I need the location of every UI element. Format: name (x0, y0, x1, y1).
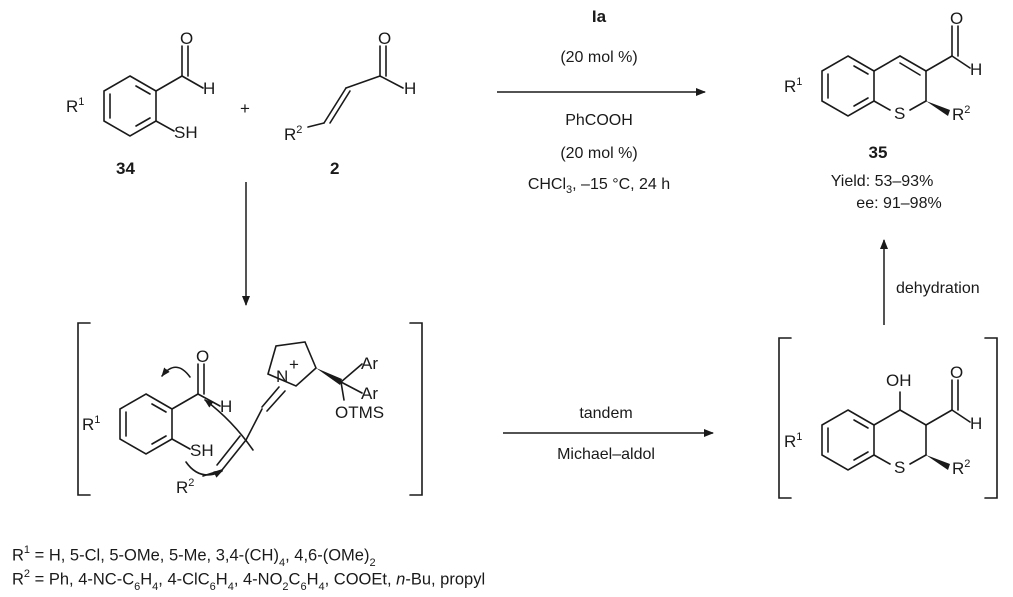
atom-h: H (970, 414, 982, 433)
atom-h: H (220, 397, 232, 416)
compound-34-label: 34 (116, 159, 135, 178)
atom-h: H (970, 60, 982, 79)
compound-35-label: 35 (869, 143, 888, 162)
aryl-group: Ar (361, 354, 378, 373)
atom-h: H (404, 79, 416, 98)
atom-o: O (950, 9, 963, 28)
atom-h: H (203, 79, 215, 98)
curly-arrow (204, 399, 254, 451)
atom-o: O (378, 29, 391, 48)
aryl-group: Ar (361, 384, 378, 403)
substituent-r2: R2 (284, 124, 302, 144)
conditions-label: CHCl3, –15 °C, 24 h (528, 176, 670, 196)
ee-range: ee: 91–98% (856, 195, 941, 212)
plus-charge: + (289, 355, 299, 374)
aldol-intermediate: OH O H S R2 R1 (778, 337, 998, 499)
compound-2-structure: O H R2 (284, 29, 416, 144)
additive-loading: (20 mol %) (560, 145, 637, 162)
iminium-intermediate: O H SH R1 N + Ar Ar OTMS R2 (77, 322, 423, 497)
curly-arrow (161, 366, 191, 378)
plus-sign: + (240, 99, 250, 118)
atom-oh: OH (886, 371, 912, 390)
substituent-r1: R1 (784, 431, 802, 451)
additive-label: PhCOOH (565, 112, 633, 129)
atom-o: O (180, 29, 193, 48)
atom-n: N (276, 367, 288, 386)
atom-o: O (196, 347, 209, 366)
tandem-label: tandem (579, 405, 632, 422)
legend-r1: R1 = H, 5-Cl, 5-OMe, 5-Me, 3,4-(CH)4, 4,… (12, 544, 376, 569)
pyrrolidine-ring (267, 341, 317, 387)
substituent-r1: R1 (66, 96, 84, 116)
substituent-r2: R2 (176, 477, 194, 497)
curly-arrow (185, 461, 223, 478)
substituent-r1: R1 (784, 76, 802, 96)
catalyst-label: Ia (592, 7, 607, 26)
atom-sh: SH (174, 123, 198, 142)
catalyst-loading: (20 mol %) (560, 49, 637, 66)
michael-aldol-label: Michael–aldol (557, 446, 655, 463)
compound-2-label: 2 (330, 159, 339, 178)
dehydration-label: dehydration (896, 280, 980, 297)
substituent-r2: R2 (952, 104, 970, 124)
legend-r2: R2 = Ph, 4-NC-C6H4, 4-ClC6H4, 4-NO2C6H4,… (12, 568, 486, 593)
compound-34-structure: O H SH R1 (66, 29, 215, 142)
substituent-r1: R1 (82, 414, 100, 434)
atom-s: S (894, 458, 905, 477)
atom-o: O (950, 363, 963, 382)
atom-sh: SH (190, 441, 214, 460)
substituent-r2: R2 (952, 458, 970, 478)
yield-range: Yield: 53–93% (831, 173, 934, 190)
atom-s: S (894, 104, 905, 123)
otms-group: OTMS (335, 403, 384, 422)
compound-35-structure: S O H R2 R1 (784, 9, 982, 124)
